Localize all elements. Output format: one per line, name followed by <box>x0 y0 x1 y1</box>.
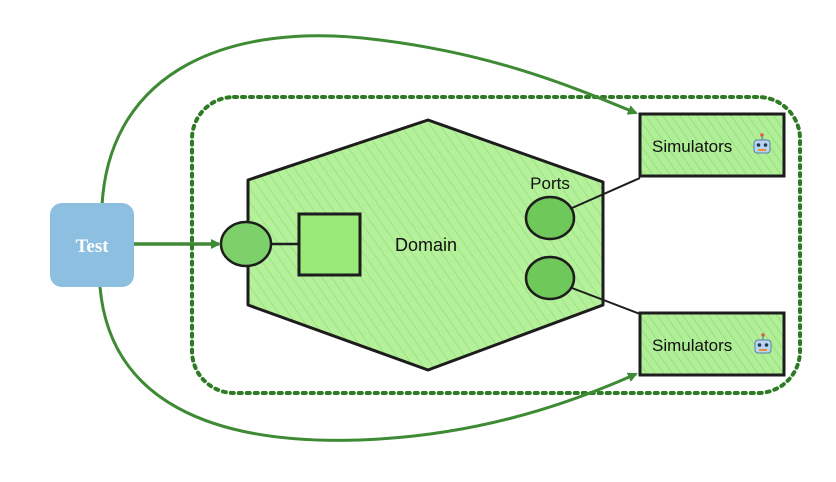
domain-label: Domain <box>395 235 457 255</box>
test-to-bottom-simulator-arrow <box>98 286 638 442</box>
test-label: Test <box>75 236 109 257</box>
test-port <box>219 220 273 268</box>
test-box <box>50 203 134 287</box>
robot-icon <box>753 133 771 154</box>
connector-bottom <box>571 287 641 315</box>
ports-label: Ports <box>530 174 570 193</box>
robot-icon <box>754 333 772 354</box>
connector-top <box>571 177 641 209</box>
test-to-top-simulator-arrow <box>100 34 638 206</box>
domain-component <box>297 212 362 277</box>
simulator-top-label: Simulators <box>652 137 732 156</box>
port-bottom <box>524 255 576 301</box>
domain-hexagon <box>246 118 605 372</box>
port-top <box>524 195 576 241</box>
simulator-bottom-label: Simulators <box>652 336 732 355</box>
